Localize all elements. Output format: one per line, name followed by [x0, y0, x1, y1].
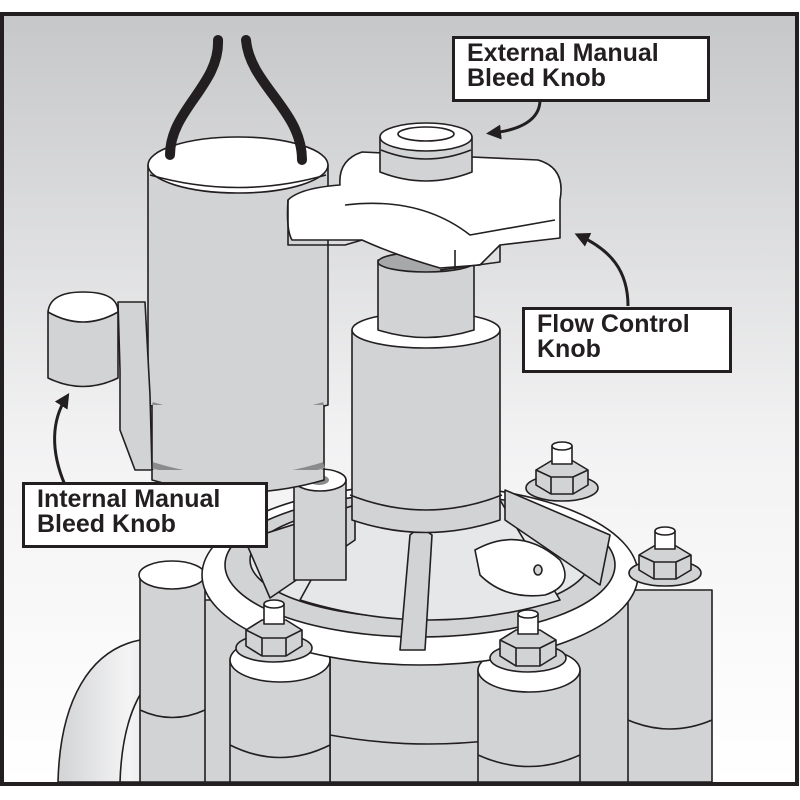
callout-line: Bleed Knob [37, 510, 176, 538]
bolt [628, 526, 702, 587]
bleed-cap [379, 122, 473, 182]
bonnet-bolts [235, 441, 702, 673]
callout-line: External Manual [467, 39, 659, 67]
callout-line: Flow Control [537, 310, 690, 338]
internal-bleed-lever [47, 291, 153, 471]
valve-body [138, 560, 713, 783]
bolt [489, 609, 567, 673]
arrow-flow-control [574, 233, 630, 307]
arrow-external-bleed [486, 99, 542, 140]
solenoid [147, 136, 329, 494]
solenoid-wires [165, 35, 307, 165]
callout-line: Knob [537, 335, 601, 363]
callout-line: Internal Manual [37, 485, 221, 513]
callout-flow-control-knob: Flow Control Knob [522, 307, 732, 373]
callout-line: Bleed Knob [467, 64, 606, 92]
callout-internal-manual-bleed-knob: Internal Manual Bleed Knob [22, 482, 268, 548]
bolt [525, 441, 599, 502]
callout-external-manual-bleed-knob: External Manual Bleed Knob [452, 36, 710, 102]
bolt [235, 599, 313, 663]
arrow-internal-bleed [53, 392, 70, 486]
flow-control-handle [286, 151, 562, 271]
